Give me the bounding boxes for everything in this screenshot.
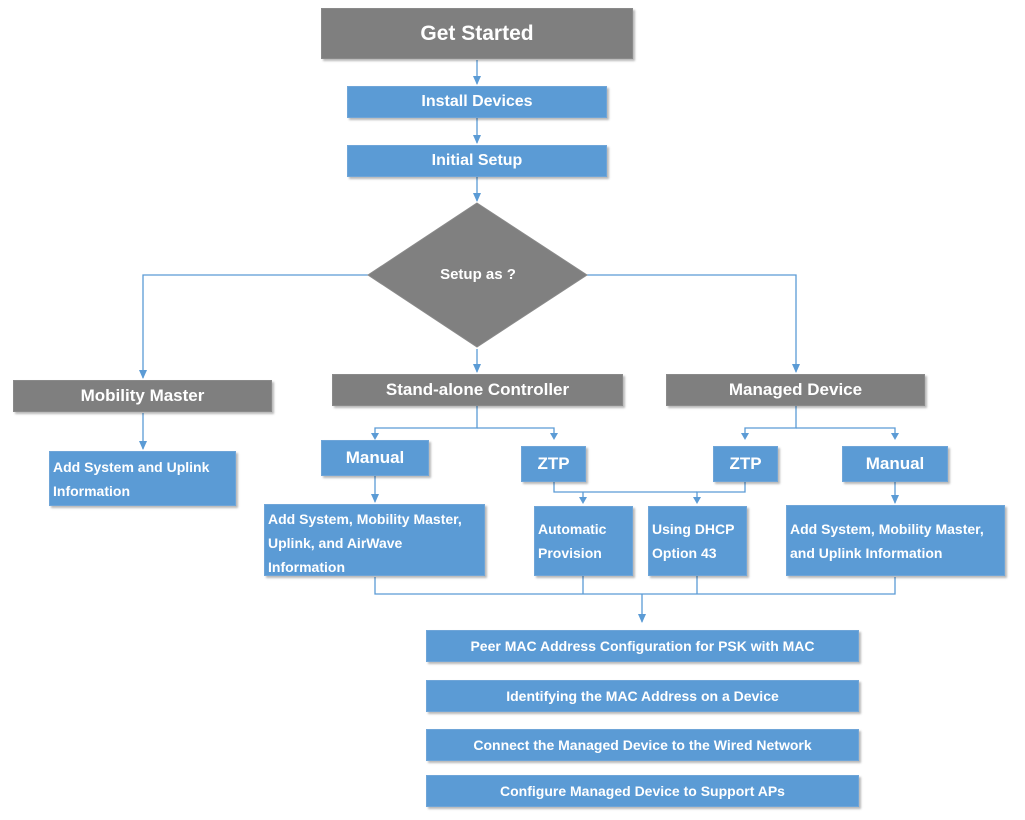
standalone-ztp-label: ZTP [537, 454, 570, 473]
final-step-identify-mac-label: Identifying the MAC Address on a Device [506, 688, 779, 704]
managed-manual-box: Manual [842, 446, 948, 482]
standalone-controller-box: Stand-alone Controller [332, 374, 623, 406]
managed-manual-step-label: Add System, Mobility Master, and Uplink … [790, 521, 984, 561]
standalone-manual-box: Manual [321, 440, 429, 476]
managed-ztp-label: ZTP [729, 454, 762, 473]
automatic-provision-box: Automatic Provision [534, 506, 633, 576]
get-started-label: Get Started [420, 21, 534, 45]
dhcp-option-label: Using DHCP Option 43 [652, 521, 735, 561]
standalone-manual-step-box: Add System, Mobility Master, Uplink, and… [264, 504, 485, 576]
mm-uplink-step-label: Add System and Uplink Information [53, 459, 210, 499]
initial-setup-box: Initial Setup [347, 145, 607, 177]
mm-uplink-step-box: Add System and Uplink Information [49, 451, 236, 506]
managed-ztp-box: ZTP [713, 446, 778, 482]
get-started-box: Get Started [321, 8, 633, 59]
managed-device-box: Managed Device [666, 374, 925, 406]
ztp-sa-line [553, 482, 697, 493]
automatic-provision-label: Automatic Provision [538, 521, 607, 561]
final-step-connect-wired-label: Connect the Managed Device to the Wired … [473, 737, 812, 753]
arrow-decision-to-mobility-master [139, 274, 368, 379]
initial-setup-label: Initial Setup [431, 152, 523, 169]
install-devices-box: Install Devices [347, 86, 607, 118]
decision-label: Setup as ? [440, 266, 516, 283]
final-step-identify-mac: Identifying the MAC Address on a Device [426, 680, 859, 712]
final-step-configure-aps: Configure Managed Device to Support APs [426, 775, 859, 807]
managed-manual-label: Manual [865, 454, 925, 473]
branch-standalone [374, 406, 478, 436]
merge-line [374, 577, 896, 595]
mobility-master-label: Mobility Master [80, 386, 205, 405]
decision-diamond [367, 202, 588, 348]
standalone-manual-label: Manual [345, 448, 405, 467]
standalone-manual-step-label: Add System, Mobility Master, Uplink, and… [268, 511, 462, 575]
mobility-master-box: Mobility Master [13, 380, 272, 412]
managed-device-label: Managed Device [728, 380, 863, 399]
final-step-peer-mac: Peer MAC Address Configuration for PSK w… [426, 630, 859, 662]
final-step-peer-mac-label: Peer MAC Address Configuration for PSK w… [470, 638, 815, 654]
ztp-md-line [696, 482, 746, 500]
dhcp-option-box: Using DHCP Option 43 [648, 506, 747, 576]
standalone-ztp-box: ZTP [521, 446, 586, 482]
managed-manual-step-box: Add System, Mobility Master, and Uplink … [786, 505, 1005, 576]
branch-managed [744, 406, 797, 436]
final-step-configure-aps-label: Configure Managed Device to Support APs [500, 783, 785, 799]
final-step-connect-wired: Connect the Managed Device to the Wired … [426, 729, 859, 761]
install-devices-label: Install Devices [421, 93, 533, 110]
standalone-controller-label: Stand-alone Controller [385, 380, 570, 399]
arrow-decision-to-managed [587, 274, 800, 373]
